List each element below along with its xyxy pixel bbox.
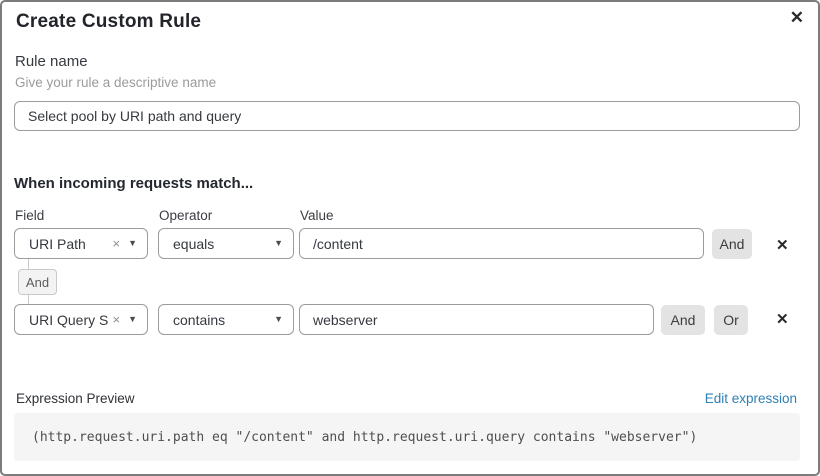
chevron-down-icon: ▼ xyxy=(128,314,137,324)
row2-field-select[interactable]: URI Query St... × ▼ xyxy=(14,304,148,335)
row2-delete-icon[interactable]: ✕ xyxy=(776,311,789,328)
row1-operator-value: equals xyxy=(173,235,215,252)
chevron-down-icon: ▼ xyxy=(274,314,283,324)
operator-column-label: Operator xyxy=(159,208,213,223)
row1-operator-select[interactable]: equals ▼ xyxy=(158,228,294,259)
row2-value-input[interactable] xyxy=(299,304,654,335)
page-title: Create Custom Rule xyxy=(16,11,202,32)
and-connector-badge: And xyxy=(18,269,57,295)
edit-expression-link[interactable]: Edit expression xyxy=(704,391,797,406)
chevron-down-icon: ▼ xyxy=(128,238,137,248)
connector-line-top xyxy=(28,259,29,269)
field-column-label: Field xyxy=(15,208,45,223)
connector-line-bottom xyxy=(28,295,29,304)
value-column-label: Value xyxy=(300,208,334,223)
rule-name-description: Give your rule a descriptive name xyxy=(15,75,217,90)
row1-field-value: URI Path xyxy=(29,235,86,252)
row1-delete-icon[interactable]: ✕ xyxy=(776,237,789,254)
row2-or-button[interactable]: Or xyxy=(714,305,748,335)
expression-preview-label: Expression Preview xyxy=(16,391,135,406)
clear-icon[interactable]: × xyxy=(112,312,121,327)
row2-and-button[interactable]: And xyxy=(661,305,705,335)
row1-and-button[interactable]: And xyxy=(712,229,752,259)
rule-name-label: Rule name xyxy=(15,53,88,70)
match-section-heading: When incoming requests match... xyxy=(14,175,254,192)
row2-operator-select[interactable]: contains ▼ xyxy=(158,304,294,335)
rule-name-input[interactable] xyxy=(14,101,800,131)
clear-icon[interactable]: × xyxy=(112,236,121,251)
expression-code: (http.request.uri.path eq "/content" and… xyxy=(32,429,698,445)
row2-field-value: URI Query St... xyxy=(29,311,109,328)
row1-field-select[interactable]: URI Path × ▼ xyxy=(14,228,148,259)
expression-preview-box: (http.request.uri.path eq "/content" and… xyxy=(14,413,800,461)
row1-value-input[interactable] xyxy=(299,228,704,259)
row2-operator-value: contains xyxy=(173,311,226,328)
chevron-down-icon: ▼ xyxy=(274,238,283,248)
close-icon[interactable]: ✕ xyxy=(789,8,804,27)
